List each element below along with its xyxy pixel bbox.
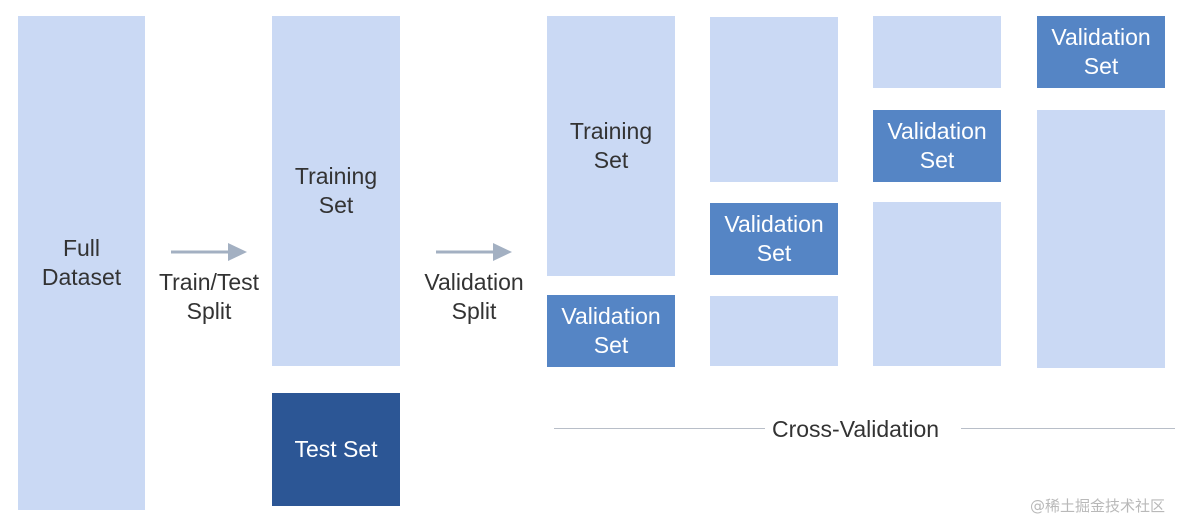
fold-2-training-top-block	[710, 17, 838, 182]
fold-4-validation-label: Validation Set	[1051, 24, 1151, 79]
fold-3-training-top-block	[873, 16, 1001, 88]
holdout-training-label: Training Set	[569, 118, 653, 173]
test-set-label: Test Set	[294, 436, 378, 462]
cross-validation-line-right	[961, 428, 1175, 429]
fold-3-validation-label: Validation Set	[887, 118, 987, 173]
train-test-split-label: Train/Test Split	[158, 269, 260, 324]
watermark: @稀土掘金技术社区	[1030, 497, 1166, 515]
full-dataset-label: Full Dataset	[41, 235, 122, 290]
holdout-validation-block: Validation Set	[547, 295, 675, 367]
cross-validation-line-left	[554, 428, 765, 429]
holdout-training-block: Training Set	[547, 16, 675, 276]
right-arrow-icon	[171, 243, 247, 261]
training-set-block: Training Set	[272, 16, 400, 366]
validation-split-arrow	[435, 242, 513, 262]
test-set-block: Test Set	[272, 393, 400, 506]
validation-split-label: Validation Split	[424, 269, 524, 324]
right-arrow-icon	[436, 243, 512, 261]
fold-2-training-bottom-block	[710, 296, 838, 366]
fold-2-validation-label: Validation Set	[724, 211, 824, 266]
full-dataset-block: Full Dataset	[18, 16, 145, 510]
holdout-validation-label: Validation Set	[561, 303, 661, 358]
cross-validation-label: Cross-Validation	[772, 416, 940, 442]
fold-2-validation-block: Validation Set	[710, 203, 838, 275]
fold-3-validation-block: Validation Set	[873, 110, 1001, 182]
training-set-label: Training Set	[294, 163, 378, 218]
fold-3-training-bottom-block	[873, 202, 1001, 366]
fold-4-training-block	[1037, 110, 1165, 368]
train-test-split-arrow	[170, 242, 248, 262]
fold-4-validation-block: Validation Set	[1037, 16, 1165, 88]
